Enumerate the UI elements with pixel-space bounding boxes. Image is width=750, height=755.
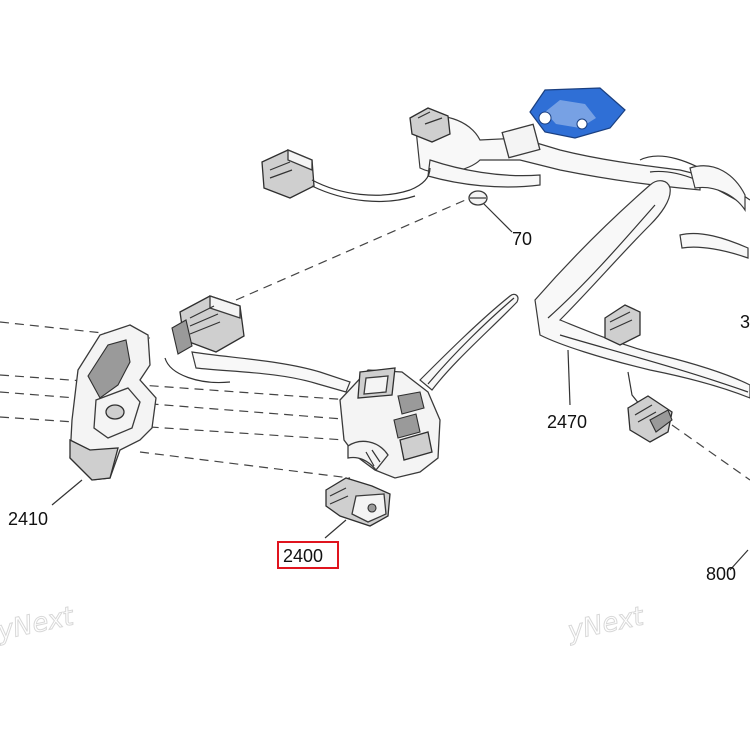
switch-housing-2400 [324, 367, 441, 539]
callout-2410: 2410 [8, 509, 48, 529]
watermark-layer: yNext yNext [0, 601, 647, 648]
switch-cable [419, 293, 519, 391]
highlight-box-2400 [277, 541, 339, 569]
upper-harness [409, 107, 750, 259]
blue-component [529, 87, 626, 139]
watermark-right: yNext [564, 601, 647, 647]
harness-2470: 2470 800 3 [534, 180, 750, 584]
bracket-2410: 2410 [8, 324, 157, 529]
callout-70: 70 [512, 229, 532, 249]
switch-connector [164, 295, 351, 393]
callout-800: 800 [706, 564, 736, 584]
callout-3: 3 [740, 312, 750, 332]
watermark-left: yNext [0, 601, 77, 647]
callout-2400[interactable]: 2400 [283, 546, 323, 566]
upper-connector [261, 149, 431, 203]
clip-70: 70 [468, 190, 532, 249]
callout-2470: 2470 [547, 412, 587, 432]
